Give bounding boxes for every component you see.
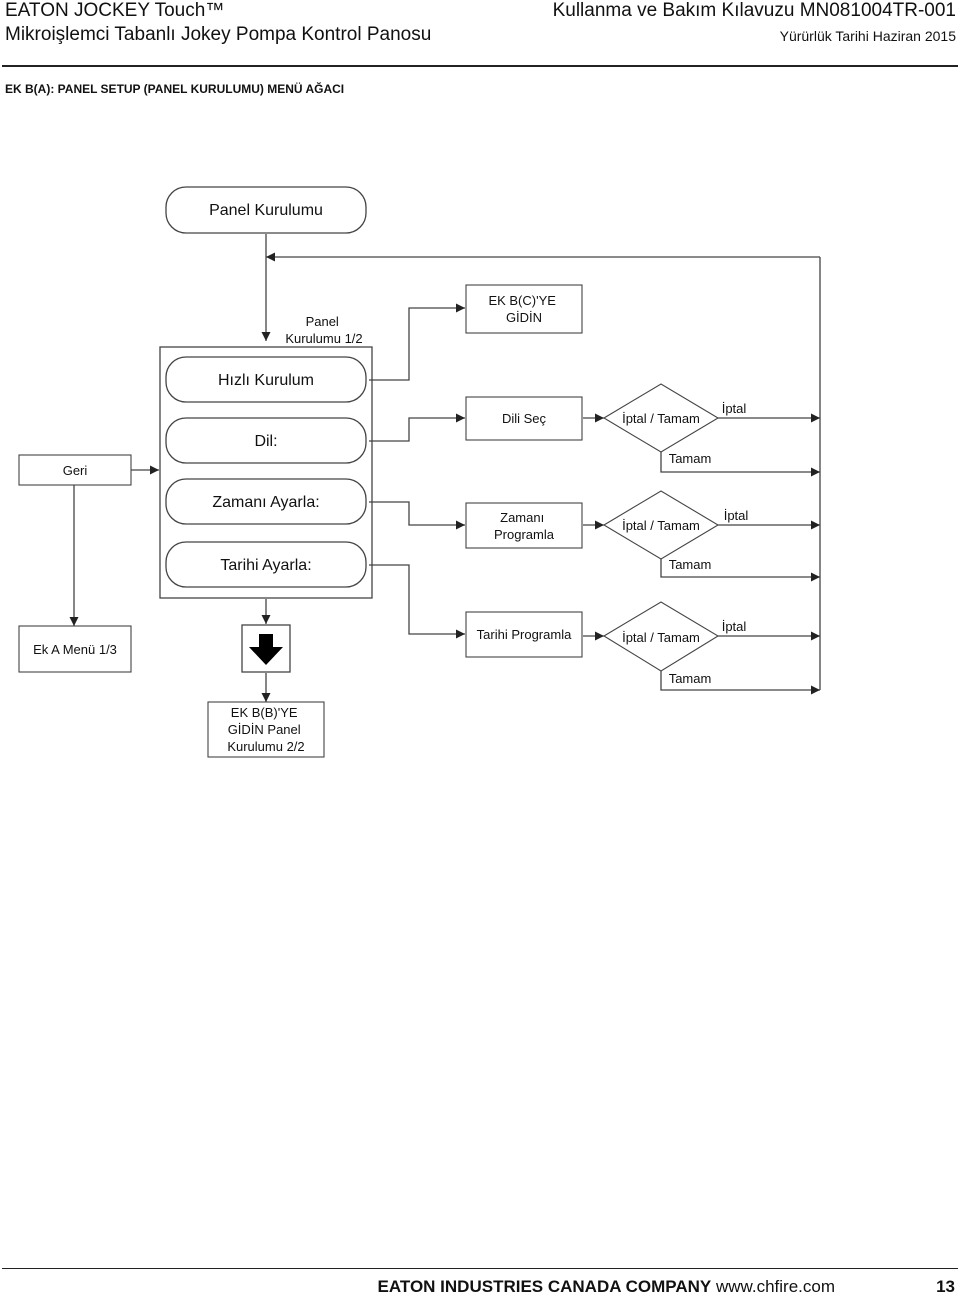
- decision-dili: İptal / Tamam: [602, 383, 720, 453]
- tamam-label-3: Tamam: [669, 671, 712, 686]
- ek-bb-node: EK B(B)'YE GİDİN Panel Kurulumu 2/2: [207, 701, 325, 758]
- ek-bc-node: EK B(C)'YE GİDİN: [465, 284, 583, 334]
- svg-text:İptal / Tamam: İptal / Tamam: [622, 630, 700, 645]
- svg-text:Tarihi Programla: Tarihi Programla: [477, 627, 572, 642]
- dil-item: Dil:: [165, 417, 367, 464]
- iptal-label-2: İptal: [724, 508, 749, 523]
- svg-text:Ek A Menü 1/3: Ek A Menü 1/3: [33, 642, 117, 657]
- zamani-ayarla-item: Zamanı Ayarla:: [165, 478, 367, 525]
- dili-sec-node: Dili Seç: [465, 396, 583, 441]
- svg-text:Zamanı Ayarla:: Zamanı Ayarla:: [212, 494, 319, 511]
- footer-company: EATON INDUSTRIES CANADA COMPANY www.chfi…: [377, 1277, 835, 1296]
- section-title: EK B(A): PANEL SETUP (PANEL KURULUMU) ME…: [5, 82, 345, 96]
- geri-node: Geri: [18, 454, 132, 486]
- svg-text:Dil:: Dil:: [254, 433, 277, 450]
- svg-text:EK B(C)'YE GİDİN: EK B(C)'YE GİDİN: [488, 293, 559, 325]
- ek-a-menu-node: Ek A Menü 1/3: [18, 625, 132, 673]
- svg-text:Geri: Geri: [63, 463, 88, 478]
- screen-frame: [159, 346, 373, 599]
- footer-url[interactable]: www.chfire.com: [715, 1277, 835, 1296]
- decision-zaman: İptal / Tamam: [602, 490, 720, 560]
- header-rule: [2, 65, 958, 67]
- tamam-label-1: Tamam: [669, 451, 712, 466]
- tarihi-ayarla-item: Tarihi Ayarla:: [165, 541, 367, 588]
- decision-tarih: İptal / Tamam: [602, 601, 720, 672]
- connector-lines: [69, 234, 821, 702]
- page-number: 13: [936, 1277, 955, 1296]
- iptal-label-3: İptal: [722, 619, 747, 634]
- hizli-kurulum-item: Hızlı Kurulum: [165, 356, 367, 403]
- panel-kurulumu-node: Panel Kurulumu: [165, 186, 367, 234]
- product-subtitle: Mikroişlemci Tabanlı Jokey Pompa Kontrol…: [5, 24, 432, 45]
- down-arrow-icon: [241, 624, 291, 673]
- zamani-programla-node: Zamanı Programla: [465, 502, 583, 549]
- svg-text:İptal / Tamam: İptal / Tamam: [622, 518, 700, 533]
- manual-title: Kullanma ve Bakım Kılavuzu MN081004TR-00…: [552, 0, 956, 21]
- tamam-label-2: Tamam: [669, 557, 712, 572]
- svg-text:EK B(B)'YE GİDİN Panel: EK B(B)'YE GİDİN Panel Kurulumu 2/2: [227, 705, 304, 754]
- svg-text:Tarihi Ayarla:: Tarihi Ayarla:: [220, 557, 311, 574]
- footer-rule: [2, 1268, 958, 1269]
- svg-text:İptal / Tamam: İptal / Tamam: [622, 411, 700, 426]
- svg-text:Dili Seç: Dili Seç: [502, 411, 547, 426]
- product-title: EATON JOCKEY Touch™: [5, 0, 225, 21]
- svg-text:Panel Kurulumu: Panel Kurulumu: [209, 202, 323, 219]
- iptal-label-1: İptal: [722, 401, 747, 416]
- svg-text:Hızlı Kurulum: Hızlı Kurulum: [218, 372, 314, 389]
- effective-date: Yürürlük Tarihi Haziran 2015: [779, 28, 956, 44]
- svg-text:Zamanı Programla: Zamanı Programla: [494, 510, 555, 542]
- screen-label: Panel Kurulumu 1/2: [285, 314, 362, 346]
- tarihi-programla-node: Tarihi Programla: [465, 611, 583, 658]
